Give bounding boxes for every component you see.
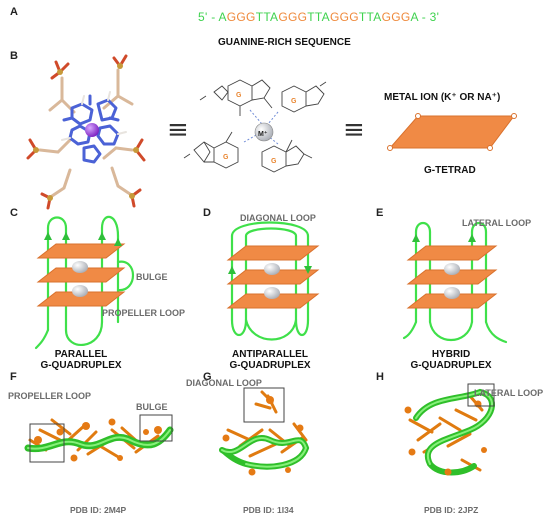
sequence-caption: GUANINE-RICH SEQUENCE <box>218 37 351 48</box>
parallel-quadruplex-schematic <box>34 215 134 350</box>
parallel-caption-line2: G-QUADRUPLEX <box>40 360 122 371</box>
sequence-segment: TTA <box>307 10 330 24</box>
antiparallel-caption-line1: ANTIPARALLEL <box>232 349 308 360</box>
sequence-prefix: 5' - A <box>198 10 227 24</box>
lateral-loop-box <box>467 383 495 407</box>
propeller-loop-label: PROPELLER LOOP <box>102 308 186 318</box>
hoogsteen-hbonds <box>243 109 279 145</box>
lateral-loop-label: LATERAL LOOP <box>462 218 532 228</box>
h-lateral-loop-label: LATERAL LOOP <box>474 388 544 398</box>
antiparallel-caption-line2: G-QUADRUPLEX <box>229 360 311 371</box>
sequence-segment: GGG <box>381 10 411 24</box>
parallel-caption: PARALLEL G-QUADRUPLEX <box>36 349 126 371</box>
structure-1i34 <box>219 387 310 476</box>
metal-ion-caption: METAL ION (K⁺ OR NA⁺) <box>384 92 501 103</box>
sequence-segment: GGG <box>329 10 359 24</box>
hybrid-caption-line2: G-QUADRUPLEX <box>410 360 492 371</box>
base-label-g: G <box>271 158 277 165</box>
hybrid-caption-line1: HYBRID <box>431 349 471 360</box>
diagonal-loop-box <box>243 387 285 423</box>
f-bulge-label: BULGE <box>136 402 168 412</box>
hybrid-caption: HYBRID G-QUADRUPLEX <box>406 349 496 371</box>
panel-label-c: C <box>10 207 18 219</box>
antiparallel-caption: ANTIPARALLEL G-QUADRUPLEX <box>220 349 320 371</box>
hybrid-quadruplex-schematic <box>402 221 508 344</box>
sequence-segment: TTA <box>358 10 382 24</box>
g-tetrad-caption: G-TETRAD <box>424 165 476 176</box>
panel-label-e: E <box>376 207 384 219</box>
equivalence-sign-left: ≡ <box>167 115 189 145</box>
f-propeller-loop-label: PROPELLER LOOP <box>8 391 92 401</box>
bulge-box <box>139 414 173 442</box>
sequence-suffix: A - 3' <box>410 10 440 24</box>
panel-label-b: B <box>10 50 18 62</box>
panel-label-h: H <box>376 371 384 383</box>
antiparallel-quadruplex-schematic <box>226 221 320 341</box>
equivalence-sign-right: ≡ <box>343 115 365 145</box>
guanine-rich-sequence: 5' - AGGGTTAGGGTTAGGGTTAGGGA - 3' <box>198 10 439 24</box>
g-tetrad-plane <box>387 113 517 151</box>
tetrad-chemical-structure <box>183 79 327 173</box>
panel-label-f: F <box>10 371 17 383</box>
propeller-loop-box <box>29 423 65 463</box>
base-label-g: G <box>236 92 242 99</box>
pdb-id-2jpz: PDB ID: 2JPZ <box>424 505 479 515</box>
parallel-caption-line1: PARALLEL <box>54 349 108 360</box>
base-label-g: G <box>223 154 229 161</box>
sequence-segment: TTA <box>255 10 279 24</box>
sequence-segment: GGG <box>226 10 256 24</box>
panel-label-g: G <box>203 371 212 383</box>
panel-label-d: D <box>203 207 211 219</box>
g-diagonal-loop-label: DIAGONAL LOOP <box>186 378 262 388</box>
bulge-label: BULGE <box>136 272 168 282</box>
sequence-segment: GGG <box>278 10 308 24</box>
pdb-id-2m4p: PDB ID: 2M4P <box>70 505 127 515</box>
panel-label-a: A <box>10 6 18 18</box>
structure-2m4p <box>24 414 174 463</box>
structure-2jpz <box>404 383 495 476</box>
tetrad-ball-stick-model <box>26 54 146 210</box>
metal-ion-m-plus <box>254 122 274 142</box>
metal-ion-label: M⁺ <box>258 130 268 138</box>
pdb-id-1i34: PDB ID: 1I34 <box>243 505 294 515</box>
base-label-g: G <box>291 98 297 105</box>
diagonal-loop-label: DIAGONAL LOOP <box>240 213 316 223</box>
